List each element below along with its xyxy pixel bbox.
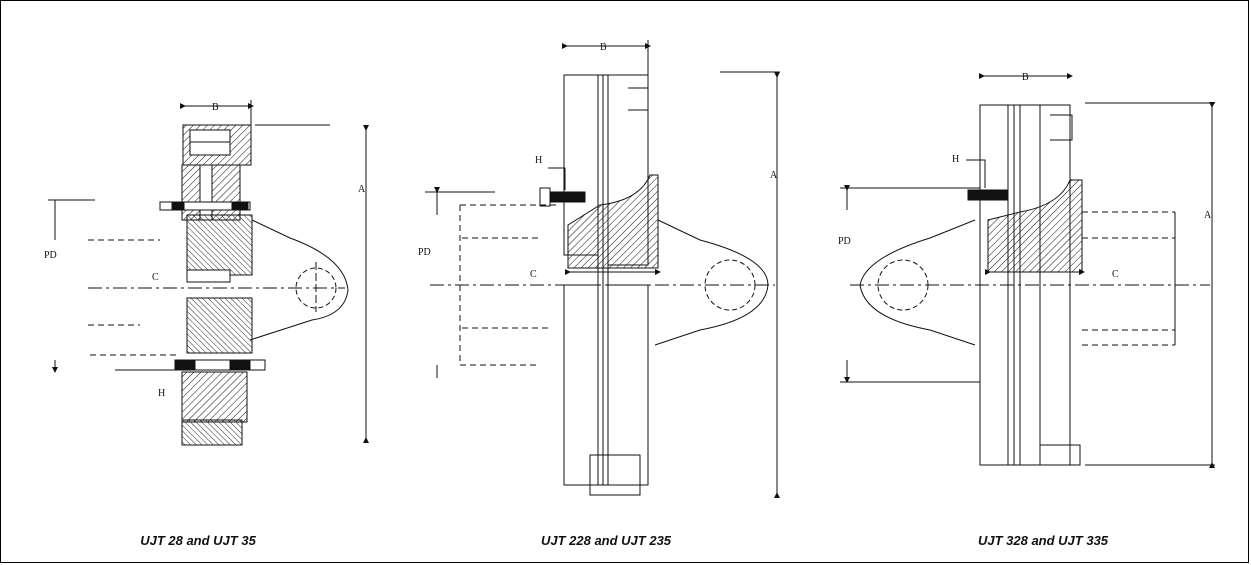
caption-ujt-228-235: UJT 228 and UJT 235 bbox=[540, 533, 672, 548]
caption-ujt-328-335: UJT 328 and UJT 335 bbox=[977, 533, 1109, 548]
fig1-dim-b-label: B bbox=[212, 102, 219, 113]
fig3-dim-h-label: H bbox=[952, 154, 959, 165]
fig3-dim-pd-label: PD bbox=[838, 236, 851, 247]
drawing-ujt-328-335 bbox=[840, 73, 1215, 468]
fig1-dim-c-label: C bbox=[152, 272, 159, 283]
fig2-dim-b-label: B bbox=[600, 42, 607, 53]
drawing-ujt-28-35 bbox=[48, 100, 369, 446]
fig1-dim-pd-label: PD bbox=[44, 250, 57, 261]
fig2-dim-a-label: A bbox=[770, 170, 778, 181]
fig2-dim-h-label: H bbox=[535, 155, 542, 166]
fig3-dim-c-label: C bbox=[1112, 269, 1119, 280]
fig1-dim-a-label: A bbox=[358, 184, 366, 195]
drawing-ujt-228-235 bbox=[425, 40, 780, 498]
fig2-dim-c-label: C bbox=[530, 269, 537, 280]
caption-ujt-28-35: UJT 28 and UJT 35 bbox=[140, 533, 256, 548]
fig3-dim-b-label: B bbox=[1022, 72, 1029, 83]
fig3-dim-a-label: A bbox=[1204, 210, 1212, 221]
fig2-dim-pd-label: PD bbox=[418, 247, 431, 258]
fig1-dim-h-label: H bbox=[158, 388, 165, 399]
